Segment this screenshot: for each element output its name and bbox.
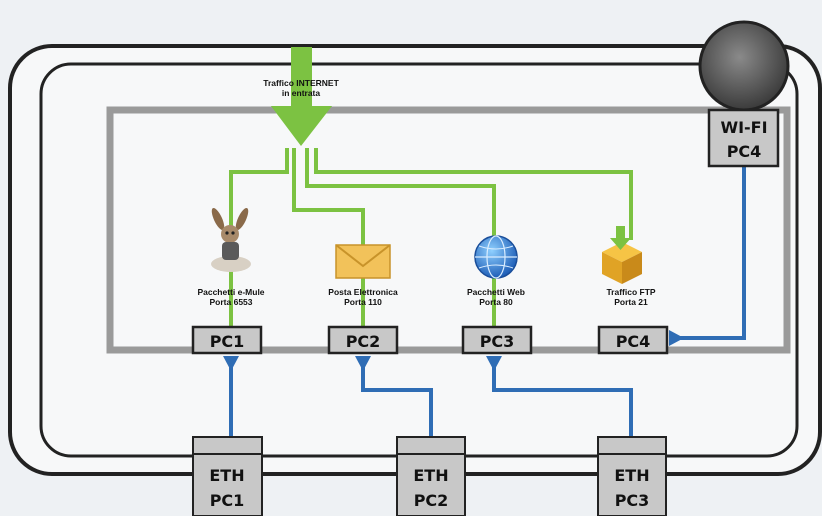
eth-port-pc3-label: ETH bbox=[614, 466, 649, 485]
mule-icon bbox=[211, 207, 251, 272]
emule-port-label: Porta 6553 bbox=[210, 297, 253, 307]
pc3-box: PC3 bbox=[461, 325, 533, 355]
eth-port-pc2: ETH PC2 bbox=[396, 436, 466, 516]
envelope-icon bbox=[335, 244, 391, 279]
wifi-box: WI-FI PC4 bbox=[707, 108, 780, 168]
eth-port-pc1-sublabel: PC1 bbox=[210, 491, 245, 510]
globe-icon bbox=[474, 235, 518, 279]
pc4-label: PC4 bbox=[616, 332, 651, 351]
pc1-box: PC1 bbox=[191, 325, 263, 355]
pc4-box: PC4 bbox=[597, 325, 669, 355]
router-enclosure bbox=[8, 44, 822, 476]
web-label: Pacchetti Web bbox=[467, 287, 525, 297]
eth-port-pc3: ETH PC3 bbox=[597, 436, 667, 516]
wifi-antenna-icon bbox=[698, 20, 790, 112]
eth-port-pc2-sublabel: PC2 bbox=[414, 491, 449, 510]
eth-port-pc1: ETH PC1 bbox=[192, 436, 263, 516]
pc2-label: PC2 bbox=[346, 332, 381, 351]
pc1-label: PC1 bbox=[210, 332, 245, 351]
ethernet-cables bbox=[229, 166, 746, 438]
eth-port-pc2-label: ETH bbox=[413, 466, 448, 485]
pc2-box: PC2 bbox=[327, 325, 399, 355]
ftp-box-icon bbox=[602, 226, 642, 284]
wifi-label: WI-FI bbox=[720, 118, 767, 137]
email-label: Posta Elettronica bbox=[328, 287, 398, 297]
cable-arrowheads bbox=[223, 330, 684, 371]
pc3-label: PC3 bbox=[480, 332, 515, 351]
wifi-pc-label: PC4 bbox=[727, 142, 762, 161]
emule-label: Pacchetti e-Mule bbox=[197, 287, 264, 297]
eth-port-pc3-sublabel: PC3 bbox=[615, 491, 650, 510]
web-port-label: Porta 80 bbox=[479, 297, 513, 307]
eth-port-pc1-label: ETH bbox=[209, 466, 244, 485]
internet-traffic-sublabel: in entrata bbox=[282, 88, 321, 98]
internet-traffic-label: Traffico INTERNET bbox=[263, 78, 339, 88]
email-port-label: Porta 110 bbox=[344, 297, 382, 307]
ftp-label: Traffico FTP bbox=[606, 287, 655, 297]
ftp-port-label: Porta 21 bbox=[614, 297, 648, 307]
internet-arrow-icon bbox=[271, 47, 332, 146]
